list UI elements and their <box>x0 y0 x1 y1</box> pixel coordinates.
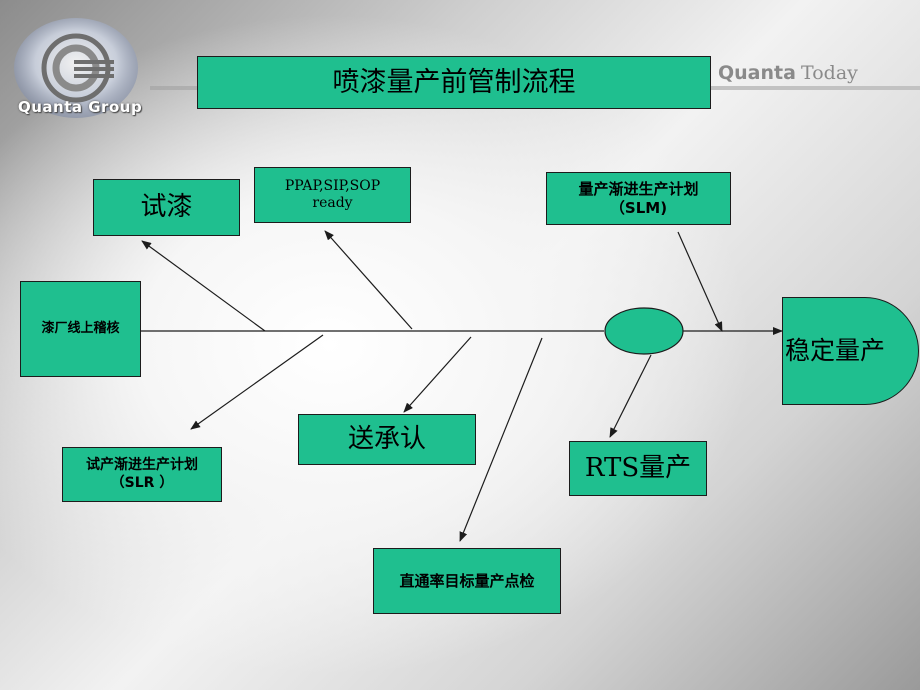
node-send-approval: 送承认 <box>298 414 476 465</box>
arrow-to-trial-paint <box>141 240 266 332</box>
brand-bold: Quanta <box>718 62 796 84</box>
ppap-line1: PPAP,SIP,SOP <box>284 177 381 194</box>
arrow-to-slr <box>190 334 324 430</box>
arrow-to-ppap <box>324 230 413 330</box>
node-stable-production: 稳定量产 <box>782 297 919 405</box>
quanta-logo-icon <box>14 18 138 118</box>
brand-light: Today <box>801 62 858 84</box>
arrow-from-slm <box>677 231 723 332</box>
node-slr: 试产渐进生产计划 （SLR ） <box>62 447 222 502</box>
rts-milestone-node <box>604 307 684 355</box>
node-ppap-sip-sop: PPAP,SIP,SOP ready <box>254 167 411 223</box>
slr-line1: 试产渐进生产计划 <box>86 457 198 473</box>
slr-line2: （SLR ） <box>110 474 174 491</box>
arrow-to-send-approval <box>403 336 472 413</box>
brand-wordmark: Quanta Today <box>718 62 858 84</box>
logo-text: Quanta Group <box>18 98 143 116</box>
slm-line2: （SLM) <box>609 198 668 217</box>
node-slm: 量产渐进生产计划 （SLM) <box>546 172 731 225</box>
node-fpy-check: 直通率目标量产点检 <box>373 548 561 614</box>
node-trial-paint: 试漆 <box>93 179 240 236</box>
page-title: 喷漆量产前管制流程 <box>197 56 711 109</box>
arrow-to-rts <box>609 354 652 438</box>
slm-line1: 量产渐进生产计划 <box>578 179 699 198</box>
ppap-line2: ready <box>312 195 353 211</box>
arrow-to-fpy <box>459 337 543 542</box>
node-line-inspection: 漆厂线上稽核 <box>20 281 141 377</box>
node-rts: RTS量产 <box>569 441 707 496</box>
